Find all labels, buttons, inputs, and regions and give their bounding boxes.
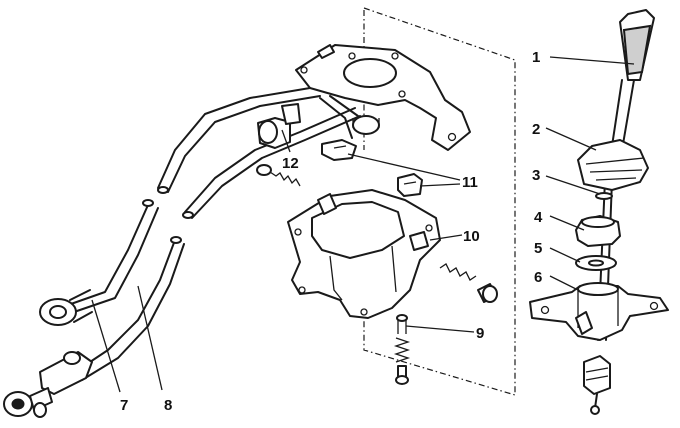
rod-end-bush [39,289,93,326]
mounting-bracket [295,44,471,151]
cup-4 [575,215,621,247]
detent-spring-9 [393,314,411,385]
callout-7: 7 [120,397,128,414]
leader-lines [91,56,635,393]
callout-11: 11 [462,174,478,191]
side-bolt [439,263,498,303]
adjuster-bolt [256,164,301,187]
rubber-boot-2 [577,139,649,191]
callout-6: 6 [534,269,542,286]
ball-joint [3,351,93,418]
rod-lower [74,107,361,381]
lever-base-6 [529,282,669,341]
guide-insert-upper [321,139,357,161]
callout-8: 8 [164,397,172,414]
callout-4: 4 [534,209,543,226]
callout-9: 9 [476,325,484,342]
washer-5 [575,255,617,271]
guide-insert-lower [397,173,423,197]
selector-housing [287,189,441,319]
callout-10: 10 [463,228,480,245]
lever-lower-end [583,355,611,415]
callout-2: 2 [532,121,540,138]
callout-5: 5 [534,240,542,257]
rod-clip-12 [257,103,301,149]
callout-3: 3 [532,167,540,184]
circlip-3 [595,192,613,200]
callouts: 1 2 3 4 5 6 7 8 9 10 11 12 [120,49,543,414]
callout-12: 12 [282,155,299,172]
callout-1: 1 [532,49,540,66]
rod-upper [67,87,359,313]
